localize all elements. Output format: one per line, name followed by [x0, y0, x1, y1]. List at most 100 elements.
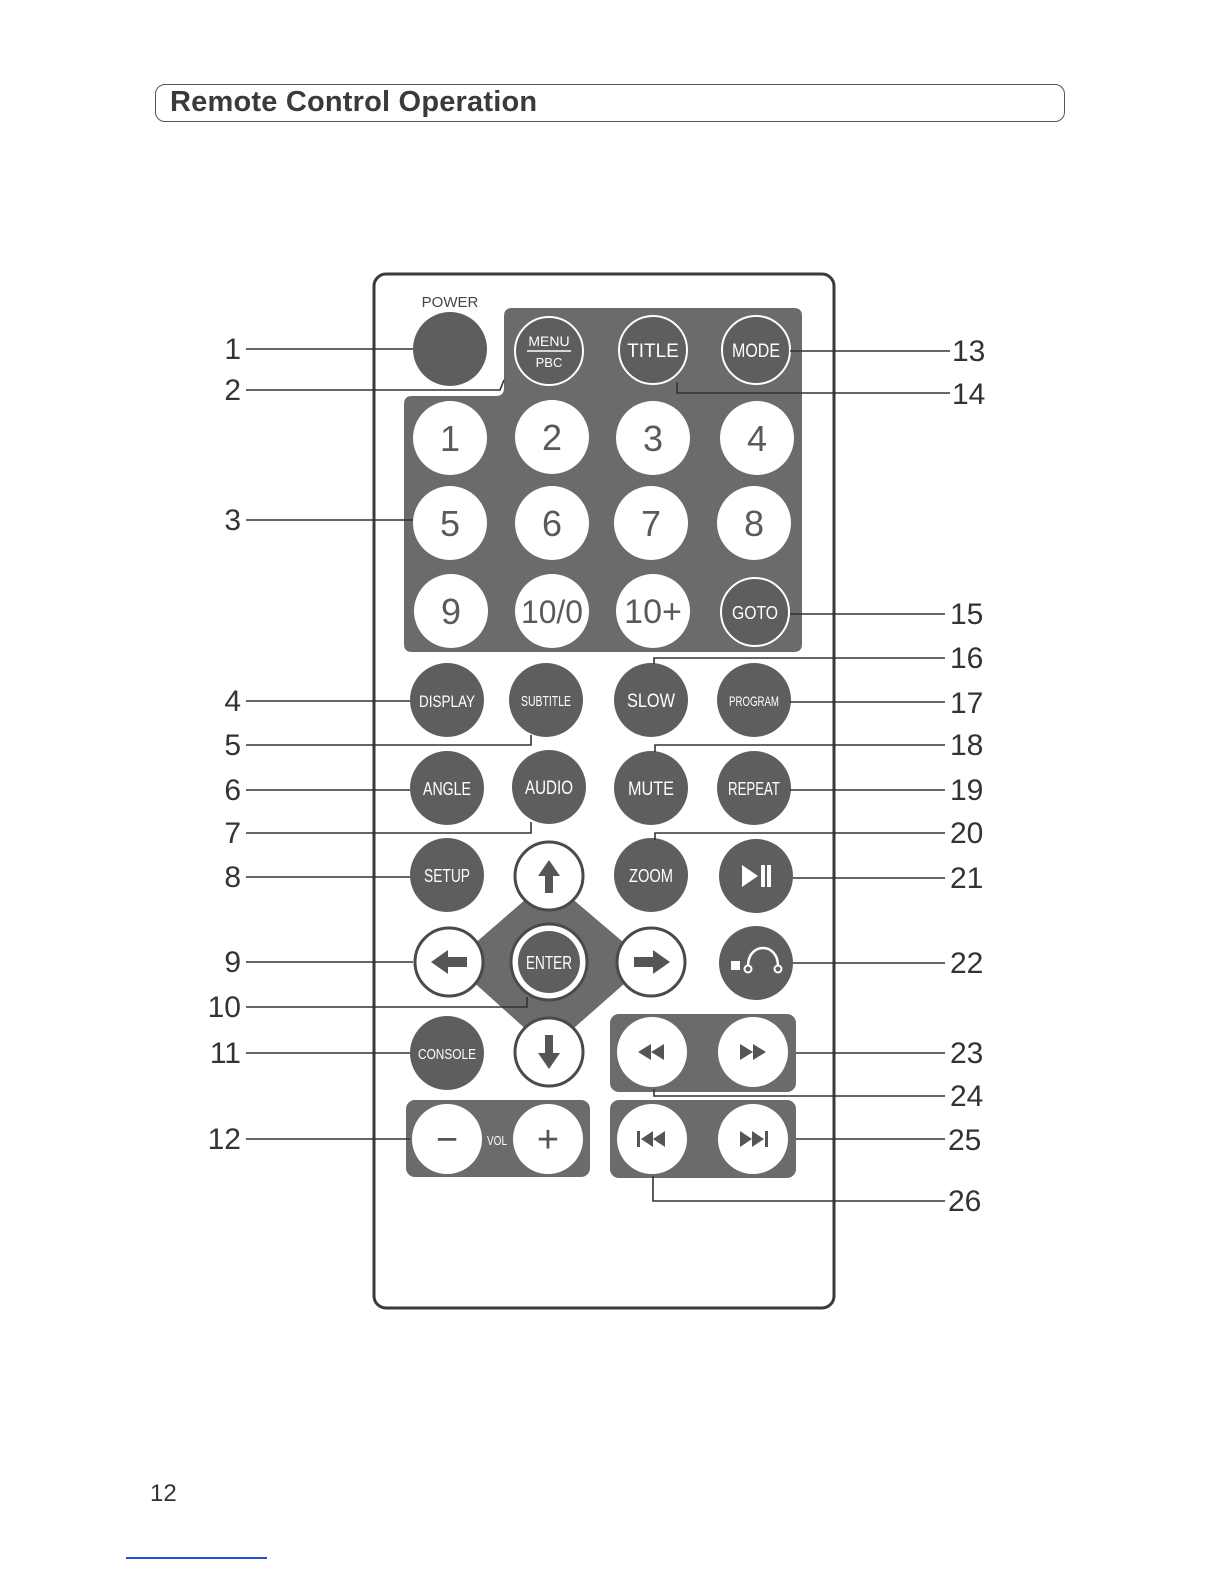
- number-8-label: 8: [744, 503, 764, 544]
- page-number: 12: [150, 1480, 177, 1508]
- power-button[interactable]: [413, 312, 487, 386]
- menu-pbc-button[interactable]: MENU PBC: [515, 317, 583, 385]
- callout-24: 24: [950, 1080, 983, 1113]
- play-pause-button[interactable]: [719, 839, 793, 913]
- number-6-button[interactable]: 6: [515, 486, 589, 560]
- callout-16: 16: [950, 642, 983, 675]
- zoom-label: ZOOM: [629, 866, 673, 886]
- volume-minus-label: −: [436, 1119, 458, 1161]
- mute-label: MUTE: [628, 779, 674, 800]
- callout-26: 26: [948, 1185, 981, 1218]
- callout-20: 20: [950, 817, 983, 850]
- repeat-label: REPEAT: [728, 779, 780, 799]
- number-9-button[interactable]: 9: [414, 574, 488, 648]
- menu-label: MENU: [528, 333, 569, 349]
- goto-label: GOTO: [732, 603, 778, 623]
- pbc-label: PBC: [536, 355, 563, 370]
- number-5-label: 5: [440, 503, 460, 544]
- stop-button[interactable]: [719, 926, 793, 1000]
- title-label: TITLE: [627, 341, 679, 362]
- repeat-button[interactable]: REPEAT: [717, 751, 791, 825]
- number-4-button[interactable]: 4: [720, 401, 794, 475]
- display-button[interactable]: DISPLAY: [410, 663, 484, 737]
- program-label: PROGRAM: [729, 693, 779, 709]
- number-7-label: 7: [641, 503, 661, 544]
- callout-5: 5: [224, 729, 241, 762]
- zoom-button[interactable]: ZOOM: [614, 838, 688, 912]
- callout-2: 2: [224, 374, 241, 407]
- setup-label: SETUP: [424, 866, 470, 886]
- callout-13: 13: [952, 335, 985, 368]
- callout-15: 15: [950, 598, 983, 631]
- callout-18: 18: [950, 729, 983, 762]
- callout-12: 12: [208, 1123, 241, 1156]
- mute-button[interactable]: MUTE: [614, 751, 688, 825]
- footer-link-underline: [126, 1557, 267, 1559]
- console-button[interactable]: CONSOLE: [410, 1016, 484, 1090]
- number-6-label: 6: [542, 503, 562, 544]
- slow-button[interactable]: SLOW: [614, 663, 688, 737]
- nav-left-button[interactable]: [415, 928, 483, 996]
- enter-button[interactable]: ENTER: [511, 924, 587, 1000]
- callout-22: 22: [950, 947, 983, 980]
- callout-1: 1: [224, 333, 241, 366]
- number-10-0-label: 10/0: [521, 594, 583, 630]
- mode-button[interactable]: MODE: [722, 316, 790, 384]
- number-10-plus-label: 10+: [624, 593, 682, 631]
- number-2-label: 2: [542, 417, 562, 458]
- callout-6: 6: [224, 774, 241, 807]
- volume-up-button[interactable]: +: [513, 1104, 583, 1174]
- angle-label: ANGLE: [423, 779, 471, 799]
- subtitle-label: SUBTITLE: [521, 693, 571, 710]
- previous-button[interactable]: [617, 1104, 687, 1174]
- audio-label: AUDIO: [525, 778, 573, 799]
- callout-21: 21: [950, 862, 983, 895]
- angle-button[interactable]: ANGLE: [410, 751, 484, 825]
- console-label: CONSOLE: [418, 1046, 476, 1063]
- number-1-label: 1: [440, 418, 460, 459]
- number-7-button[interactable]: 7: [614, 486, 688, 560]
- number-9-label: 9: [441, 591, 461, 632]
- title-button[interactable]: TITLE: [619, 316, 687, 384]
- volume-plus-label: +: [537, 1119, 559, 1161]
- volume-down-button[interactable]: −: [412, 1104, 482, 1174]
- goto-button[interactable]: GOTO: [721, 578, 789, 646]
- rewind-button[interactable]: [617, 1017, 687, 1087]
- setup-button[interactable]: SETUP: [410, 838, 484, 912]
- number-10-0-button[interactable]: 10/0: [515, 574, 589, 648]
- callout-10: 10: [208, 991, 241, 1024]
- number-4-label: 4: [747, 418, 767, 459]
- callout-8: 8: [224, 861, 241, 894]
- nav-down-button[interactable]: [515, 1018, 583, 1086]
- number-10-plus-button[interactable]: 10+: [616, 574, 690, 648]
- volume-label: VOL: [487, 1133, 507, 1148]
- number-2-button[interactable]: 2: [515, 400, 589, 474]
- number-8-button[interactable]: 8: [717, 486, 791, 560]
- display-label: DISPLAY: [419, 692, 475, 711]
- callout-9: 9: [224, 946, 241, 979]
- audio-button[interactable]: AUDIO: [512, 750, 586, 824]
- callout-25: 25: [948, 1124, 981, 1157]
- power-label: POWER: [422, 294, 479, 311]
- callout-4: 4: [224, 685, 241, 718]
- program-button[interactable]: PROGRAM: [717, 663, 791, 737]
- subtitle-button[interactable]: SUBTITLE: [509, 663, 583, 737]
- nav-up-button[interactable]: [515, 842, 583, 910]
- number-3-button[interactable]: 3: [616, 401, 690, 475]
- nav-right-button[interactable]: [617, 928, 685, 996]
- callout-17: 17: [950, 687, 983, 720]
- callout-11: 11: [210, 1037, 241, 1070]
- callout-3: 3: [224, 504, 241, 537]
- number-5-button[interactable]: 5: [413, 486, 487, 560]
- slow-label: SLOW: [627, 691, 675, 712]
- callout-23: 23: [950, 1037, 983, 1070]
- callout-14: 14: [952, 378, 985, 411]
- fast-forward-button[interactable]: [718, 1017, 788, 1087]
- number-1-button[interactable]: 1: [413, 401, 487, 475]
- callout-7: 7: [224, 817, 241, 850]
- callout-19: 19: [950, 774, 983, 807]
- next-button[interactable]: [718, 1104, 788, 1174]
- number-3-label: 3: [643, 418, 663, 459]
- mode-label: MODE: [732, 341, 780, 362]
